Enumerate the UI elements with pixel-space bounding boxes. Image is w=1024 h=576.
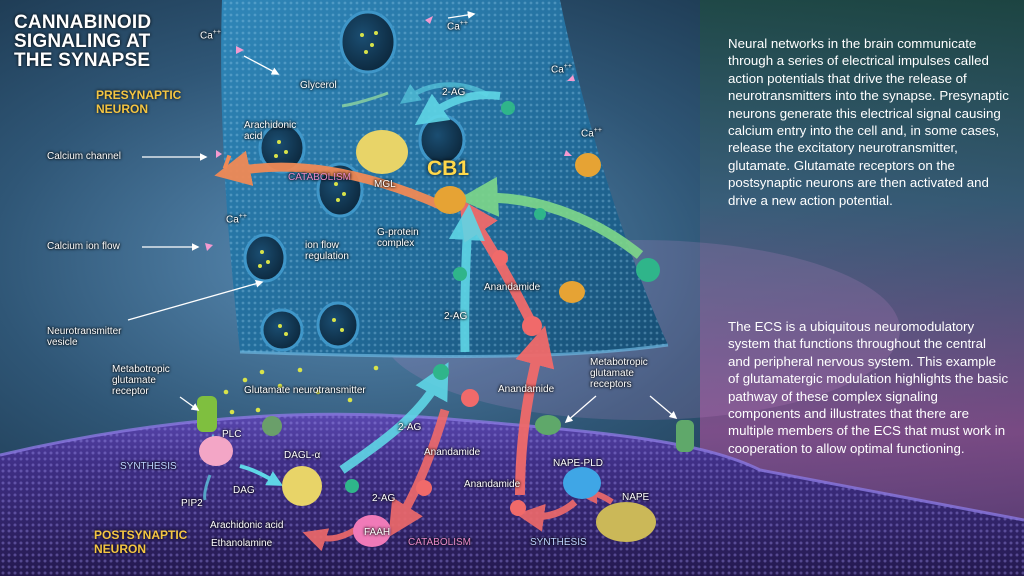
cb1-label: CB1 — [427, 157, 470, 180]
pip2-label: PIP2 — [181, 498, 203, 509]
title-line-2: SIGNALING AT — [14, 31, 151, 52]
presynaptic-line-1: PRESYNAPTIC — [96, 88, 182, 102]
ca-sup: ++ — [238, 213, 247, 220]
synthesis-left-label: SYNTHESIS — [120, 461, 177, 472]
g-protein-line-2: complex — [377, 238, 415, 249]
two-ag-top-label: 2-AG — [442, 87, 466, 98]
ion-flow-line-1: ion flow — [305, 240, 339, 251]
ca-ion-label: Ca++ — [581, 125, 602, 139]
anandamide-right-label: Anandamide — [498, 384, 555, 395]
nape-label: NAPE — [622, 492, 650, 503]
arachidonic-acid-bottom-label: Arachidonic acid — [210, 520, 284, 531]
ca-ion-label: Ca++ — [200, 27, 221, 41]
ca-ion-label: Ca++ — [447, 18, 468, 32]
g-protein-line-1: G-protein — [377, 227, 419, 238]
arachidonic-acid-top-label: Arachidonic acid — [244, 120, 296, 142]
arachidonic-top-line-1: Arachidonic — [244, 120, 297, 131]
ethanolamine-label: Ethanolamine — [211, 538, 273, 549]
presynaptic-neuron-label: PRESYNAPTIC NEURON — [96, 88, 181, 116]
anandamide-bottom-label: Anandamide — [464, 479, 521, 490]
arachidonic-top-line-2: acid — [244, 131, 263, 142]
ca-sup: ++ — [459, 20, 468, 27]
catabolism-bottom-label: CATABOLISM — [408, 537, 471, 548]
nape-pld-label: NAPE-PLD — [553, 458, 604, 469]
plc-label: PLC — [222, 429, 242, 440]
ion-flow-line-2: regulation — [305, 251, 349, 262]
ca-ion-label: Ca++ — [551, 61, 572, 75]
postsynaptic-line-2: NEURON — [94, 542, 147, 556]
metabotropic-left-line-3: receptor — [112, 386, 149, 397]
glycerol-label: Glycerol — [300, 80, 337, 91]
ecs-paragraph: The ECS is a ubiquitous neuromodulatory … — [728, 319, 1009, 456]
g-protein-complex-label: G-protein complex — [377, 227, 419, 249]
mgl-label: MGL — [374, 179, 396, 190]
ion-flow-regulation-label: ion flow regulation — [305, 240, 349, 262]
glutamate-neurotransmitter-label: Glutamate neurotransmitter — [244, 385, 366, 396]
calcium-channel-label: Calcium channel — [47, 151, 121, 162]
ca-text: Ca — [581, 128, 594, 140]
dag-label: DAG — [233, 485, 255, 496]
metabotropic-receptor-left-label: Metabotropic glutamate receptor — [112, 364, 170, 397]
two-ag-low-label: 2-AG — [398, 422, 422, 433]
anandamide-mid-label: Anandamide — [484, 282, 541, 293]
metabotropic-left-line-2: glutamate — [112, 375, 156, 386]
ca-text: Ca — [200, 30, 213, 42]
ca-text: Ca — [551, 64, 564, 76]
faah-label: FAAH — [364, 527, 391, 538]
synthesis-bottom-label: SYNTHESIS — [530, 537, 587, 548]
vesicles — [243, 10, 466, 352]
ca-sup: ++ — [563, 63, 572, 70]
postsynaptic-line-1: POSTSYNAPTIC — [94, 528, 188, 542]
vesicle-line-2: vesicle — [47, 337, 78, 348]
ca-text: Ca — [447, 21, 460, 33]
ca-ion-label: Ca++ — [226, 211, 247, 225]
diagram-title: CANNABINOID SIGNALING AT THE SYNAPSE — [14, 13, 184, 70]
anandamide-low-label: Anandamide — [424, 447, 481, 458]
two-ag-bottom-label: 2-AG — [372, 493, 396, 504]
ca-sup: ++ — [593, 127, 602, 134]
ca-text: Ca — [226, 214, 239, 226]
intro-paragraph: Neural networks in the brain communicate… — [728, 36, 1009, 208]
title-line-3: THE SYNAPSE — [14, 50, 151, 71]
metabotropic-right-line-3: receptors — [590, 379, 632, 390]
vesicle-line-1: Neurotransmitter — [47, 326, 122, 337]
catabolism-top-label: CATABOLISM — [288, 172, 351, 183]
metabotropic-receptors-right-label: Metabotropic glutamate receptors — [590, 357, 648, 390]
metabotropic-right-line-1: Metabotropic — [590, 357, 648, 368]
neurotransmitter-vesicle-label: Neurotransmitter vesicle — [47, 326, 121, 348]
molecules — [197, 16, 694, 547]
postsynaptic-neuron-label: POSTSYNAPTIC NEURON — [94, 528, 187, 556]
metabotropic-right-line-2: glutamate — [590, 368, 634, 379]
metabotropic-left-line-1: Metabotropic — [112, 364, 170, 375]
two-ag-mid-label: 2-AG — [444, 311, 468, 322]
presynaptic-line-2: NEURON — [96, 102, 149, 116]
dagl-alpha-label: DAGL-α — [284, 450, 321, 461]
calcium-ion-flow-label: Calcium ion flow — [47, 241, 120, 252]
ca-sup: ++ — [212, 29, 221, 36]
title-line-1: CANNABINOID — [14, 12, 152, 33]
